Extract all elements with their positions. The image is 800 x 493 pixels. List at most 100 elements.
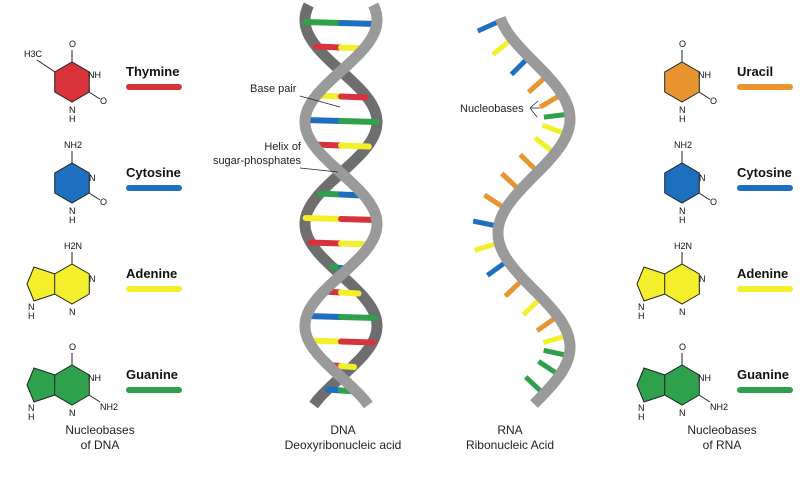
base-pair-thymine — [307, 239, 344, 247]
atom-label: NH — [88, 373, 101, 383]
rna-nucleobase-uracil — [535, 315, 557, 333]
svg-text:Base pair: Base pair — [250, 83, 297, 95]
base-bar-adenine — [737, 286, 793, 292]
base-bar-guanine — [737, 387, 793, 393]
atom-label: N — [679, 307, 686, 317]
rna-nucleobase-guanine — [523, 375, 544, 394]
base-name-thymine: Thymine — [126, 64, 179, 79]
rna-nucleobase-cytosine — [485, 260, 507, 278]
base-pair-guanine — [338, 314, 379, 321]
rna-nucleobase-adenine — [533, 136, 555, 154]
rna-single-strand — [472, 16, 576, 408]
base-bar-adenine — [126, 286, 182, 292]
atom-label: NH2 — [64, 140, 82, 150]
caption-dna-bases-2: of DNA — [81, 438, 120, 452]
bond — [698, 91, 711, 100]
base-pair-thymine — [313, 43, 344, 51]
bond — [88, 394, 101, 403]
atom-label: NH2 — [674, 140, 692, 150]
base-pair-cytosine — [338, 20, 380, 27]
atom-label: H3C — [24, 49, 43, 59]
atom-label: N — [699, 173, 706, 183]
base-pair-cytosine — [302, 117, 344, 124]
rna-nucleobase-uracil — [500, 171, 520, 191]
imidazole-ring — [636, 266, 666, 302]
bond — [36, 59, 56, 73]
caption-dna-bases: Nucleobases — [65, 423, 134, 437]
base-bar-guanine — [126, 387, 182, 393]
base-pair-thymine — [338, 93, 369, 101]
svg-text:sugar-phosphates: sugar-phosphates — [213, 155, 302, 167]
rna-nucleobase-adenine — [542, 334, 566, 345]
base-name-cytosine: Cytosine — [737, 165, 792, 180]
atom-label: N — [69, 408, 76, 418]
sugar-phosphate-strand-front — [299, 2, 383, 409]
atom-label: O — [710, 96, 717, 106]
atom-label: H — [679, 215, 686, 225]
atom-label: H — [679, 114, 686, 124]
atom-label: NH2 — [100, 402, 118, 412]
rna-backbone — [492, 16, 576, 408]
rna-nucleobase-uracil — [526, 75, 547, 95]
base-name-adenine: Adenine — [126, 266, 177, 281]
atom-label: N — [638, 403, 645, 413]
atom-label: O — [69, 342, 76, 352]
atom-label: H — [69, 215, 76, 225]
dna-double-helix — [299, 2, 383, 409]
atom-label: O — [710, 197, 717, 207]
atom-label: N — [69, 307, 76, 317]
atom-label: NH — [698, 373, 711, 383]
pyrimidine-ring — [664, 162, 700, 204]
svg-text:Helix of: Helix of — [264, 141, 302, 153]
pyrimidine-ring — [54, 263, 90, 305]
pyrimidine-ring — [664, 364, 700, 406]
rna-nucleobase-guanine — [537, 359, 559, 376]
atom-label: O — [100, 197, 107, 207]
base-name-uracil: Uracil — [737, 64, 773, 79]
atom-label: H2N — [64, 241, 82, 251]
rna-nucleobase-cytosine — [472, 218, 496, 228]
base-bar-thymine — [126, 84, 182, 90]
caption-rna: RNA — [497, 423, 522, 437]
annotation-helix: Helix of sugar-phosphates — [213, 141, 339, 173]
caption-dna-2: Deoxyribonucleic acid — [285, 438, 402, 452]
imidazole-ring — [636, 367, 666, 403]
base-pair-guanine — [338, 118, 380, 125]
base-pair-guanine — [302, 19, 344, 26]
atom-label: N — [679, 408, 686, 418]
svg-text:Nucleobases: Nucleobases — [460, 103, 524, 115]
caption-rna-bases-2: of RNA — [703, 438, 742, 452]
atom-label: N — [69, 206, 76, 216]
atom-label: O — [679, 342, 686, 352]
caption-rna-2: Ribonucleic Acid — [466, 438, 554, 452]
base-pair-thymine — [338, 338, 377, 346]
base-pair-guanine — [316, 190, 344, 198]
rna-nucleobase-adenine — [491, 38, 512, 57]
pyrimidine-ring — [54, 364, 90, 406]
atom-label: NH2 — [710, 402, 728, 412]
imidazole-ring — [26, 367, 56, 403]
atom-label: N — [28, 403, 35, 413]
rna-nucleobase-adenine — [473, 241, 497, 253]
bond — [698, 394, 711, 403]
annotation-nucleobases: Nucleobases — [460, 100, 540, 118]
base-name-guanine: Guanine — [737, 367, 789, 382]
rna-nucleobase-cytosine — [509, 57, 529, 77]
atom-label: N — [699, 274, 706, 284]
rna-nucleobase-uracil — [518, 152, 538, 172]
atom-label: O — [69, 39, 76, 49]
rna-nucleobase-guanine — [543, 347, 566, 358]
atom-label: NH — [88, 70, 101, 80]
rna-nucleobase-cytosine — [476, 19, 499, 34]
atom-label: O — [679, 39, 686, 49]
annotation-base-pair: Base pair — [250, 83, 341, 108]
rna-nucleobase-adenine — [541, 122, 565, 136]
base-name-cytosine: Cytosine — [126, 165, 181, 180]
